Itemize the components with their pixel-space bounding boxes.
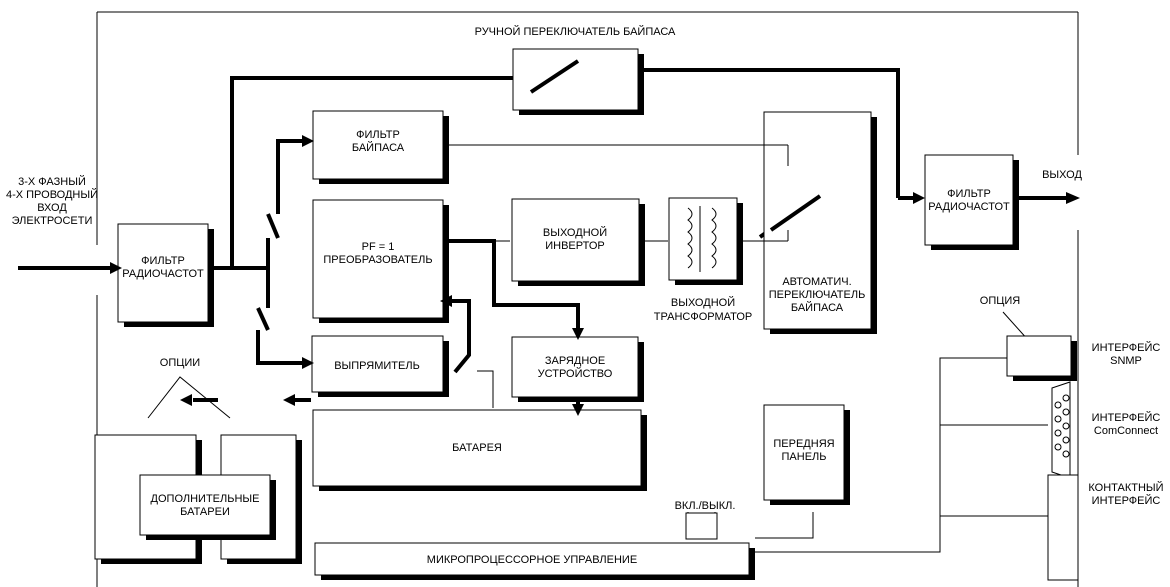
charger-box [511, 336, 644, 402]
rf-filter-in-line-1: ФИЛЬТР [141, 255, 185, 267]
output-label: ВЫХОД [1042, 169, 1082, 181]
manual-bypass-box [512, 48, 644, 115]
rf-filter-in-line-2: РАДИОЧАСТОТ [122, 268, 204, 280]
comconnect-line-2: ComConnect [1094, 425, 1158, 437]
rf-filter-output-box [924, 154, 1019, 250]
extra-batteries-box [139, 474, 276, 540]
input-label-line-2: 4-Х ПРОВОДНЫЙ [6, 188, 98, 201]
on-off-switch [685, 512, 718, 540]
rf-filter-input-box [117, 223, 214, 327]
bypass-filter-box [312, 110, 449, 184]
front-panel-line-2: ПАНЕЛЬ [782, 451, 827, 463]
battery-box [312, 409, 647, 491]
auto-bypass-box [763, 111, 877, 334]
rectifier-label: ВЫПРЯМИТЕЛЬ [334, 360, 420, 372]
converter-line-2: ПРЕОБРАЗОВАТЕЛЬ [323, 254, 432, 266]
transformer-coil-icon [687, 206, 717, 272]
snmp-option-box [1006, 335, 1077, 381]
auto-bypass-line-2: ПЕРЕКЛЮЧАТЕЛЬ [769, 289, 866, 301]
rectifier-box [311, 335, 449, 397]
microprocessor-label: МИКРОПРОЦЕССОРНОЕ УПРАВЛЕНИЕ [427, 554, 637, 566]
charger-line-2: УСТРОЙСТВО [538, 367, 613, 380]
input-label-line-3: ВХОД [37, 202, 67, 214]
bypass-filter-line-2: БАЙПАСА [352, 141, 405, 154]
contact-line-1: КОНТАКТНЫЙ [1088, 481, 1163, 494]
snmp-line-2: SNMP [1110, 355, 1142, 367]
inverter-box [511, 198, 645, 286]
inverter-line-1: ВЫХОДНОЙ [543, 226, 607, 239]
contact-interface-box [1047, 474, 1079, 581]
front-panel-line-1: ПЕРЕДНЯЯ [773, 438, 834, 450]
on-off-label: ВКЛ./ВЫКЛ. [675, 500, 736, 512]
snmp-line-1: ИНТЕРФЕЙС [1092, 341, 1161, 354]
inverter-line-2: ИНВЕРТОР [545, 240, 605, 252]
extra-batteries-line-1: ДОПОЛНИТЕЛЬНЫЕ [151, 493, 260, 505]
input-label-line-4: ЭЛЕКТРОСЕТИ [12, 215, 93, 227]
auto-bypass-line-1: АВТОМАТИЧ. [782, 276, 851, 288]
options-label: ОПЦИИ [160, 357, 200, 369]
transformer-box [668, 197, 743, 285]
converter-line-1: PF = 1 [362, 241, 395, 253]
manual-bypass-label: РУЧНОЙ ПЕРЕКЛЮЧАТЕЛЬ БАЙПАСА [475, 25, 676, 38]
bypass-filter-line-1: ФИЛЬТР [356, 129, 400, 141]
text-labels: 3-Х ФАЗНЫЙ 4-Х ПРОВОДНЫЙ ВХОД ЭЛЕКТРОСЕТ… [6, 25, 1164, 566]
option-label: ОПЦИЯ [980, 295, 1021, 307]
extra-batteries-line-2: БАТАРЕИ [180, 506, 230, 518]
microprocessor-box [314, 542, 755, 580]
comconnect-line-1: ИНТЕРФЕЙС [1092, 411, 1161, 424]
front-panel-box [763, 404, 850, 505]
input-label-line-1: 3-Х ФАЗНЫЙ [18, 175, 86, 188]
transformer-line-2: ТРАНСФОРМАТОР [654, 311, 752, 323]
charger-line-1: ЗАРЯДНОЕ [545, 355, 605, 367]
rf-filter-out-line-2: РАДИОЧАСТОТ [928, 201, 1010, 213]
auto-bypass-line-3: БАЙПАСА [791, 301, 844, 314]
battery-label: БАТАРЕЯ [452, 442, 502, 454]
transformer-line-1: ВЫХОДНОЙ [671, 296, 735, 309]
arrowheads [110, 135, 1080, 416]
db9-connector-icon [1051, 381, 1071, 479]
contact-line-2: ИНТЕРФЕЙС [1092, 494, 1161, 507]
rf-filter-out-line-1: ФИЛЬТР [947, 188, 991, 200]
converter-box [312, 199, 449, 323]
